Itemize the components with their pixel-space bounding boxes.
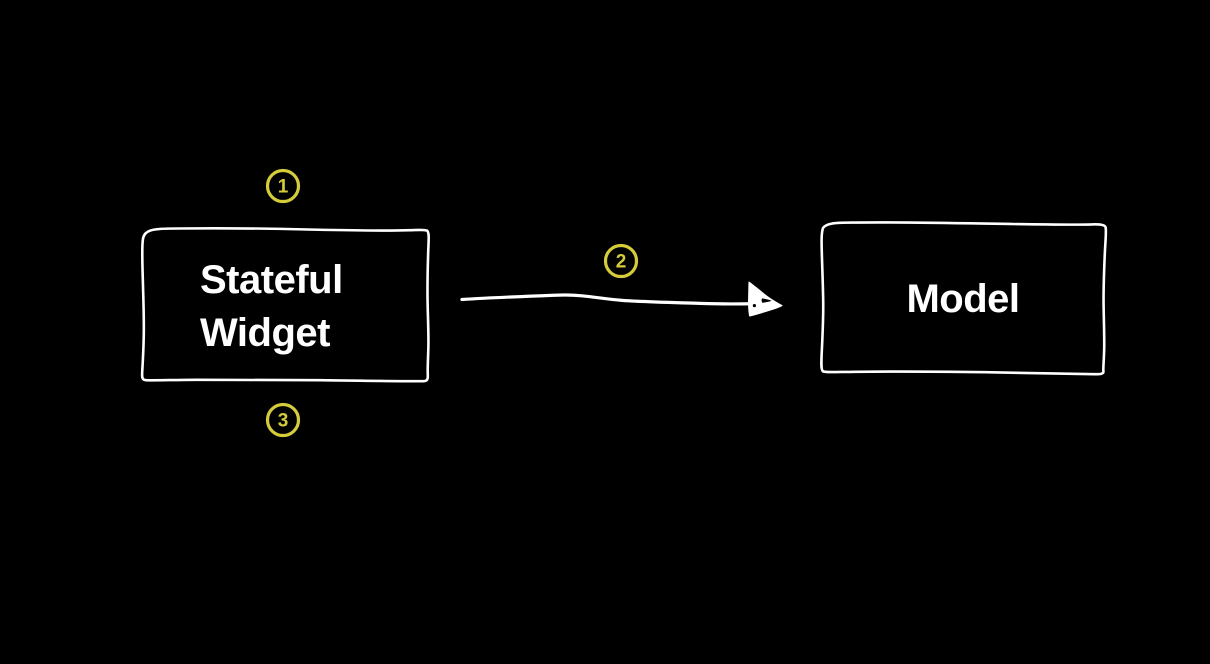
connector-arrowhead-dot [752, 304, 757, 308]
model-label: Model [906, 277, 1019, 321]
badge-3-circle [265, 402, 301, 438]
badge-2-circle [603, 243, 639, 279]
badge-1-circle [265, 168, 301, 204]
stateful-widget-label-line2: Widget [200, 311, 330, 355]
stateful-widget-label-line1: Stateful [200, 258, 343, 302]
badge-2[interactable]: 2 [603, 243, 639, 279]
connector-arrowhead-notch [761, 298, 772, 303]
model-box-outline [820, 221, 1108, 376]
badge-1-number: 1 [278, 177, 289, 198]
node-stateful-widget[interactable]: Stateful Widget [140, 227, 430, 383]
node-model[interactable]: Model [820, 221, 1108, 376]
stateful-widget-box-outline [140, 227, 430, 383]
badge-3[interactable]: 3 [265, 402, 301, 438]
connector-widget-to-model[interactable] [460, 281, 783, 317]
badge-1[interactable]: 1 [265, 168, 301, 204]
badge-3-number: 3 [278, 411, 289, 432]
connector-line [460, 293, 757, 306]
badge-2-number: 2 [616, 252, 627, 273]
